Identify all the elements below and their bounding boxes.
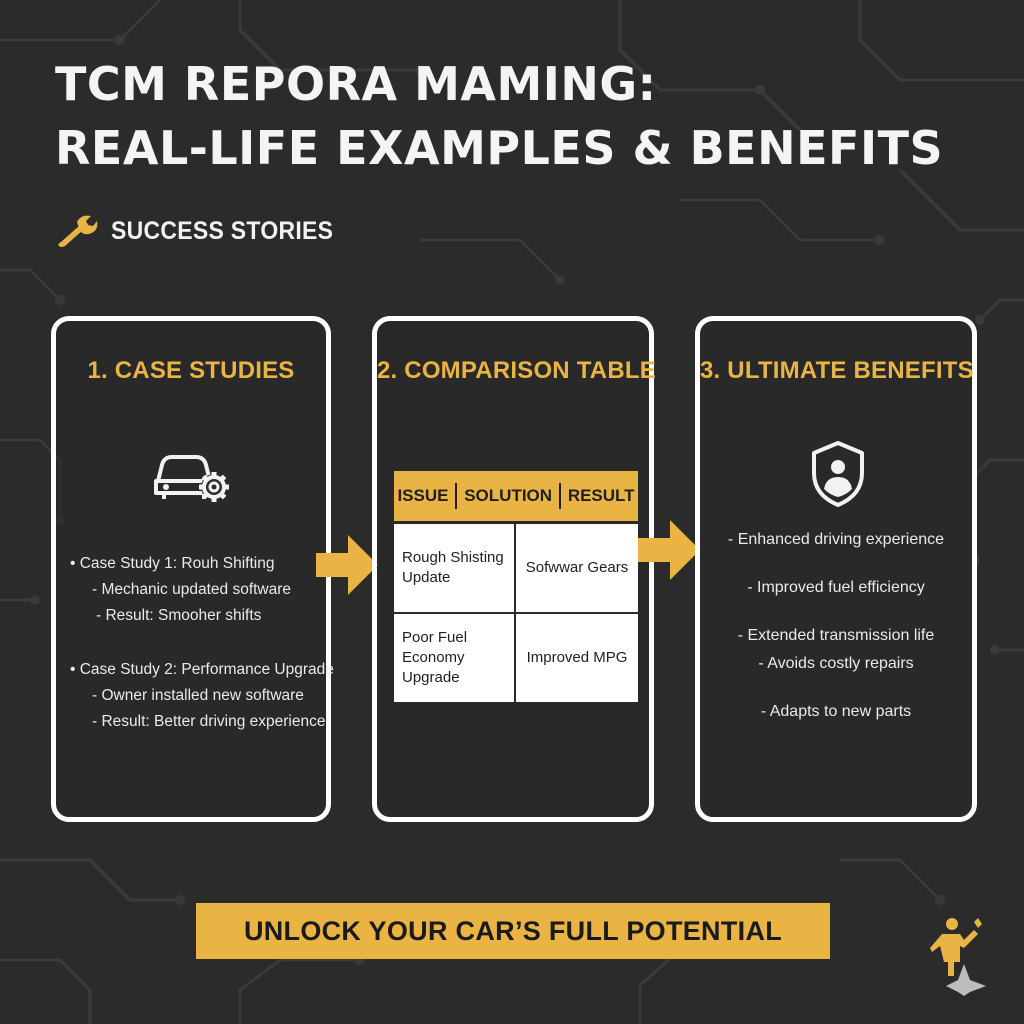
case-studies-title: 1. CASE STUDIES [87, 357, 295, 384]
case-study-list: • Case Study 1: Rouh Shifting - Mechanic… [70, 551, 334, 735]
header-result: RESULT [567, 486, 635, 505]
case-study-1-action: - Mechanic updated software [92, 581, 292, 598]
case-study-1-result: - Result: Smooher shifts [96, 607, 262, 624]
header-solution: SOLUTION [464, 486, 553, 505]
page-title-line1: TCM REPORA MAMING: [55, 57, 657, 111]
wrench-icon [58, 215, 98, 247]
subtitle-label: SUCCESS STORIES [111, 216, 334, 245]
table-cell: Poor Fuel Economy Upgrade [394, 614, 514, 702]
benefit-item: - Enhanced driving experience [727, 531, 945, 548]
benefits-panel: 3. ULTIMATE BENEFITS - Enhanced driving … [695, 316, 977, 822]
header-issue: ISSUE [397, 486, 449, 505]
case-study-2-action: - Owner installed new software [92, 687, 304, 704]
section-subtitle: SUCCESS STORIES [55, 212, 353, 250]
benefit-item: - Improved fuel efficiency [747, 579, 925, 596]
benefit-item: - Adapts to new parts [760, 703, 912, 720]
benefit-item: - Extended transmission life [737, 627, 935, 644]
cta-banner: UNLOCK YOUR CAR’S FULL POTENTIAL [196, 903, 830, 959]
comparison-table-body: Rough Shisting Update Sofwwar Gears Poor… [394, 524, 638, 702]
table-cell: Improved MPG [516, 614, 638, 702]
car-gear-icon [154, 455, 229, 502]
comparison-title: 2. COMPARISON TABLE [377, 357, 656, 384]
comparison-table-header: ISSUE SOLUTION RESULT [394, 471, 638, 521]
benefit-item: - Avoids costly repairs [758, 655, 914, 672]
page-title-line2: REAL-LIFE EXAMPLES & BENEFITS [55, 121, 944, 175]
arrow-right-icon [316, 535, 378, 595]
sparkle-figure-icon [930, 918, 986, 996]
comparison-panel: 2. COMPARISON TABLE ISSUE SOLUTION RESUL… [372, 316, 656, 822]
table-cell: Rough Shisting Update [394, 524, 514, 612]
case-study-2-heading: • Case Study 2: Performance Upgrade [70, 661, 334, 678]
case-study-2-result: - Result: Better driving experience [92, 713, 326, 730]
benefits-title: 3. ULTIMATE BENEFITS [700, 357, 974, 384]
arrow-right-icon [638, 520, 700, 580]
case-studies-panel: 1. CASE STUDIES • Case Study 1: Rouh Shi… [51, 316, 334, 822]
table-cell: Sofwwar Gears [516, 524, 638, 612]
case-study-1-heading: • Case Study 1: Rouh Shifting [70, 555, 275, 572]
shield-user-icon [812, 441, 864, 507]
page-title: TCM REPORA MAMING: REAL-LIFE EXAMPLES & … [55, 52, 985, 180]
